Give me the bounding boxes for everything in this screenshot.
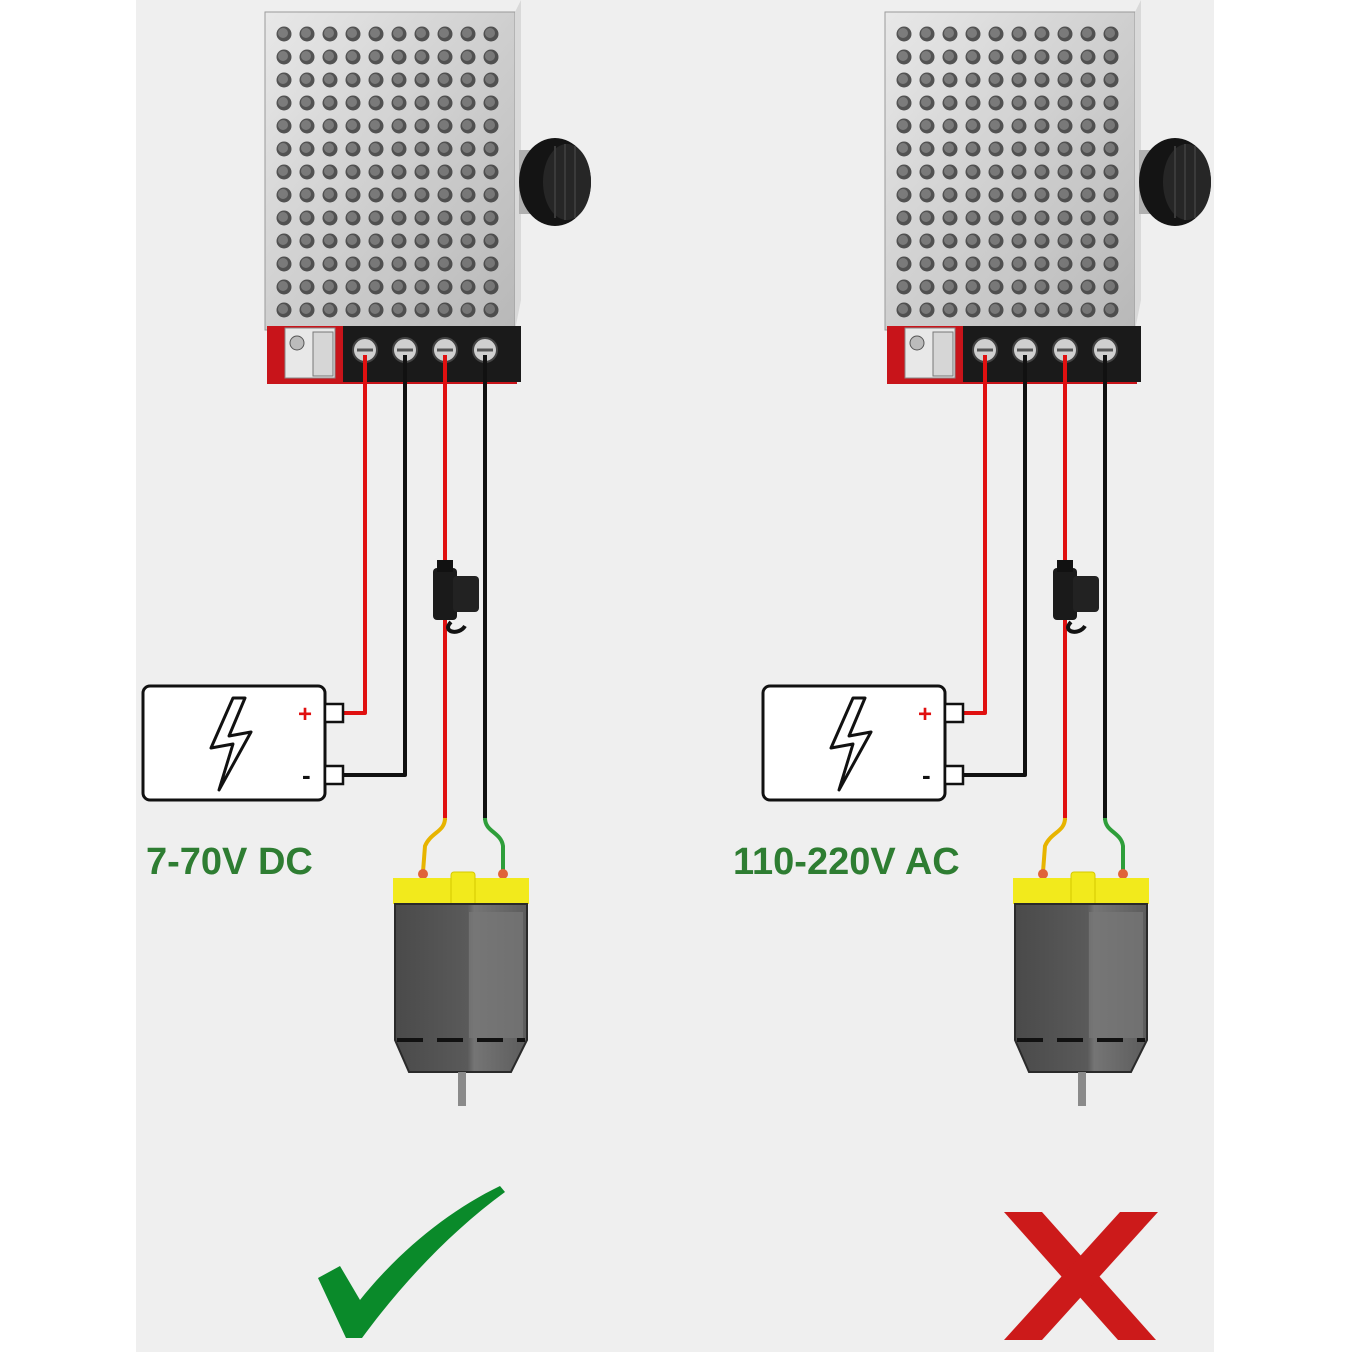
check-mark-icon <box>318 1186 505 1338</box>
supply-label-left: 7-70V DC <box>146 841 313 883</box>
diagram-left <box>143 0 591 1106</box>
battery-plus-label-left: + <box>298 701 312 728</box>
battery-minus-label-right: - <box>922 760 931 790</box>
supply-label-right: 110-220V AC <box>733 841 960 883</box>
cross-mark-icon <box>1004 1212 1158 1340</box>
diagram-right <box>763 0 1211 1106</box>
battery-minus-label-left: - <box>302 760 311 790</box>
battery-plus-label-right: + <box>918 701 932 728</box>
